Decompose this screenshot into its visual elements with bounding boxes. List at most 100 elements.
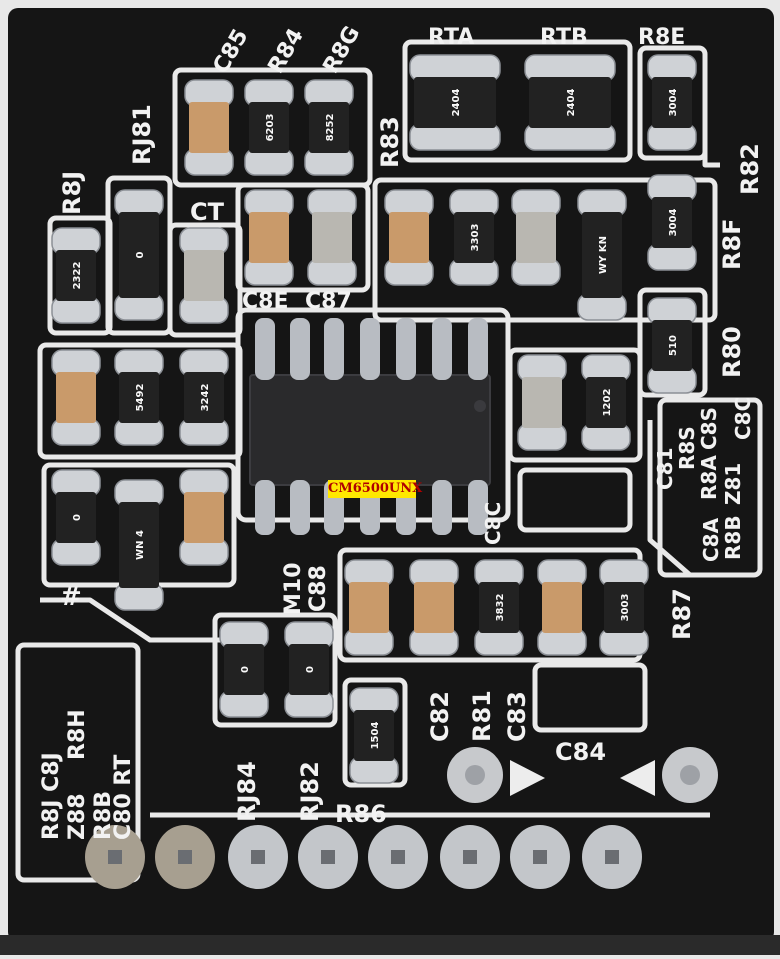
capacitor: [344, 559, 394, 656]
capacitor: [51, 349, 101, 446]
label-r8e: R8E: [638, 25, 685, 50]
header-pins: [85, 825, 642, 889]
diode: WN 4: [114, 479, 164, 611]
label-z88: Z88: [65, 793, 90, 840]
label-z81: Z81: [721, 463, 745, 505]
capacitor: [409, 559, 459, 656]
resistor: 3832: [474, 559, 524, 656]
label-rj81: RJ81: [128, 104, 156, 165]
chip-code: 2404: [451, 89, 462, 117]
label-r82: R82: [736, 143, 764, 195]
resistor: 2404: [409, 54, 501, 151]
chip-code: 2404: [566, 89, 577, 117]
label-c81: C81: [653, 447, 677, 490]
resistor: 3004: [647, 54, 697, 151]
header-pin: [85, 825, 145, 889]
label-r86: R86: [335, 800, 387, 828]
label-r80: R80: [718, 326, 746, 378]
label-rj84: RJ84: [233, 761, 261, 822]
capacitor: [244, 189, 294, 286]
diode: WY KN: [577, 189, 627, 321]
chip-code: 8252: [325, 114, 336, 142]
label-rtb: RTB: [540, 25, 588, 50]
chip-code: 0: [135, 251, 146, 258]
chip-code: 1504: [370, 722, 381, 750]
ic-package: [249, 318, 491, 535]
resistor: 1504: [349, 687, 399, 784]
label-r8b: R8B: [721, 515, 745, 560]
capacitor: [179, 469, 229, 566]
label-c83: C83: [503, 691, 531, 742]
header-pin: [368, 825, 428, 889]
resistor: [517, 354, 567, 451]
chip-code: 3303: [470, 224, 481, 252]
header-pin: [510, 825, 570, 889]
label-c8a: C8A: [699, 517, 723, 562]
label-r8b-2: R8B: [91, 791, 116, 840]
chip-code: 2322: [72, 262, 83, 290]
chip-code: 3242: [200, 384, 211, 412]
ic-part-number-label: CM6500UNX: [328, 480, 423, 498]
chip-code: 0: [305, 666, 316, 673]
label-ct: CT: [190, 198, 225, 226]
label-c84: C84: [555, 738, 606, 766]
chip-code: 3004: [668, 89, 679, 117]
silkscreen-labels: C85 R84 R8G RTA RTB R8E RJ81 R83 R82 R8J…: [39, 22, 764, 840]
label-r8a: R8A: [697, 455, 721, 500]
chip-code: 6203: [265, 114, 276, 142]
resistor: 3242: [179, 349, 229, 446]
label-r8f: R8F: [718, 218, 746, 270]
chip-code: 5492: [135, 384, 146, 412]
resistor: 6203: [244, 79, 294, 176]
resistor: 3003: [599, 559, 649, 656]
label-c8c: C8C: [481, 502, 505, 545]
label-c8e: C8E: [242, 289, 288, 314]
resistor: 0: [51, 469, 101, 566]
label-c88: C88: [306, 565, 331, 612]
chip-code: 1202: [602, 389, 613, 417]
label-r87: R87: [668, 588, 696, 640]
chip-code: 3004: [668, 209, 679, 237]
capacitor: [384, 189, 434, 286]
header-pin: [155, 825, 215, 889]
chip-code: WY KN: [598, 236, 609, 274]
board-edge: [0, 935, 780, 955]
label-r8s: R8S: [675, 426, 699, 470]
label-m10: M10: [281, 562, 306, 615]
resistor: 5492: [114, 349, 164, 446]
chip-code: 3832: [495, 594, 506, 622]
resistor: [179, 227, 229, 324]
resistor: [307, 189, 357, 286]
label-r83-c8j: R8J C8J: [39, 752, 64, 840]
resistor: 3303: [449, 189, 499, 286]
resistor: 2322: [51, 227, 101, 324]
chip-code: WN 4: [135, 530, 146, 560]
label-r81: R81: [468, 690, 496, 742]
diode: 0: [114, 189, 164, 321]
resistor: [511, 189, 561, 286]
label-r8h: R8H: [65, 709, 90, 760]
resistor: 8252: [304, 79, 354, 176]
resistor: 510: [647, 297, 697, 394]
label-c8c-2: C8C: [731, 397, 755, 440]
header-pin: [228, 825, 288, 889]
label-c87: C87: [305, 289, 352, 314]
resistor: 0: [284, 621, 334, 718]
label-rj82: RJ82: [296, 761, 324, 822]
chip-code: 510: [668, 335, 679, 356]
label-c80-rt: C80 RT: [111, 755, 136, 840]
label-r8j: R8J: [58, 171, 86, 215]
smd-components: 6203 8252 2404 2404 3004 3004 3303 2322 0 WY KN 51…: [51, 54, 697, 784]
header-pin: [582, 825, 642, 889]
label-c82: C82: [426, 691, 454, 742]
label-c8s: C8S: [697, 407, 721, 450]
resistor: 2404: [524, 54, 616, 151]
capacitor: [184, 79, 234, 176]
chip-code: 0: [240, 666, 251, 673]
header-pin: [440, 825, 500, 889]
label-hash: #: [60, 582, 82, 612]
capacitor: [537, 559, 587, 656]
header-pin: [298, 825, 358, 889]
resistor: 1202: [581, 354, 631, 451]
